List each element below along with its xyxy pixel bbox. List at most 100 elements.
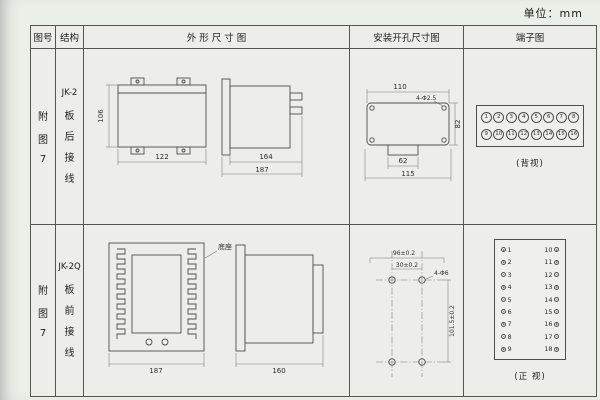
structure-char: 板 [64, 111, 75, 122]
jk2q-front-view: 187 [108, 242, 205, 375]
row1-terminal-diagram: 1 2 3 4 5 6 7 8 9 10 11 12 13 14 15 [464, 49, 596, 225]
dim-front-width: 187 [149, 367, 162, 375]
jk2q-hole-pattern: 96±0.2 30±0.2 4-Φ6 101.5±0.2 [369, 250, 456, 377]
terminal-dot-icon [501, 309, 506, 315]
terminal-pair-row: 1 10 [501, 246, 559, 254]
terminal-dot-icon [554, 321, 559, 327]
terminal-number: 5 [507, 295, 512, 304]
dim-hole-span-width: 96±0.2 [393, 250, 415, 257]
terminal: 3 [505, 111, 517, 123]
terminal-dot-icon [554, 297, 559, 302]
terminal-number: 1 [507, 245, 512, 254]
fig-char: 附 [38, 286, 48, 297]
terminal-pair-row: 5 14 [501, 296, 559, 304]
jk2-mounting-svg: 110 4-Φ2.5 82 62 [364, 83, 462, 181]
row1-outline-drawing: 106 122 164 [84, 49, 350, 225]
unit-label: 单位：mm [523, 7, 583, 20]
fig-char: 图 [38, 309, 48, 320]
terminal: 10 [493, 128, 505, 140]
jk2q-mounting-svg: 96±0.2 30±0.2 4-Φ6 101.5±0.2 [369, 250, 456, 377]
structure-char: 后 [64, 132, 75, 143]
terminal-number: 4 [507, 283, 512, 292]
terminal-box-front: 1 10 2 11 3 12 4 13 5 14 [494, 238, 566, 361]
terminal-dot-icon [501, 346, 506, 352]
dim-total-width: 115 [401, 170, 414, 178]
terminal-dot-icon [554, 272, 559, 278]
terminal-number: 15 [544, 307, 553, 316]
terminal-number: 2 [507, 258, 512, 267]
terminal: 6 [543, 111, 555, 123]
jk2-side-view: 164 187 [221, 78, 303, 177]
view-caption: (背视) [516, 158, 544, 169]
row2-fig-no: 附 图 7 [31, 225, 56, 396]
row2-terminal-diagram: 1 10 2 11 3 12 4 13 5 14 [464, 225, 596, 396]
dim-side-total: 187 [255, 166, 268, 174]
terminal-row-bottom: 9 10 11 12 13 14 15 16 [480, 128, 580, 140]
terminal: 9 [480, 128, 492, 140]
row2-mounting-drawing: 96±0.2 30±0.2 4-Φ6 101.5±0.2 [350, 225, 464, 396]
dim-cutout-width: 110 [393, 83, 406, 91]
dim-side-depth: 164 [259, 153, 273, 161]
terminal-dot-icon [501, 259, 506, 265]
terminal-number: 7 [507, 320, 512, 329]
terminal: 2 [493, 111, 505, 123]
terminal-number: 17 [544, 332, 553, 341]
jk2-outline-svg: 106 122 164 [97, 77, 303, 177]
header-structure: 结构 [56, 26, 84, 49]
jk2q-side-view: 底座 160 [204, 242, 324, 375]
terminal-number: 8 [507, 332, 512, 341]
fig-char: 7 [39, 328, 47, 339]
terminal-number: 11 [544, 258, 553, 267]
label-base: 底座 [218, 242, 232, 251]
row2-outline-drawing: 187 底座 160 [84, 225, 350, 396]
terminal-pair-row: 8 17 [501, 333, 559, 341]
fig-char: 7 [39, 154, 47, 165]
fig-char: 附 [38, 112, 48, 123]
structure-char: 线 [64, 348, 75, 359]
terminal: 15 [555, 128, 567, 140]
dim-tab-width: 62 [399, 157, 408, 165]
header-fig-no: 图号 [31, 26, 56, 49]
terminal-dot-icon [501, 334, 506, 340]
terminal-dot-icon [554, 346, 559, 352]
structure-char: 接 [64, 327, 75, 338]
row1-fig-no: 附 图 7 [31, 49, 56, 225]
terminal: 16 [568, 128, 580, 140]
terminal-number: 6 [507, 307, 512, 316]
terminal-dot-icon [554, 259, 559, 265]
jk2q-outline-svg: 187 底座 160 [108, 242, 324, 375]
label-hole-size: 4-Φ6 [434, 270, 449, 277]
terminal-number: 13 [544, 283, 553, 292]
terminal-row-top: 1 2 3 4 5 6 7 8 [480, 111, 580, 123]
dim-side-depth: 160 [272, 367, 285, 375]
terminal-dot-icon [501, 297, 506, 302]
terminal: 4 [518, 111, 530, 123]
fig-char: 图 [38, 135, 48, 146]
terminal: 7 [555, 111, 567, 123]
terminal: 1 [480, 111, 492, 123]
terminal-dot-icon [501, 272, 506, 278]
label-corner-holes: 4-Φ2.5 [416, 95, 436, 102]
structure-char: 前 [64, 306, 75, 317]
dimension-table: 图号 结构 外 形 尺 寸 图 安装开孔尺寸图 端子图 附 图 7 JK-2 板… [30, 25, 597, 397]
row2-structure: JK-2Q 板 前 接 线 [56, 225, 84, 396]
terminal-dot-icon [554, 247, 559, 253]
terminal: 14 [543, 128, 555, 140]
terminal: 8 [568, 111, 580, 123]
terminal-pair-row: 9 18 [501, 345, 559, 353]
dim-hole-span-height: 101.5±0.2 [449, 305, 456, 337]
terminal-box-rear: 1 2 3 4 5 6 7 8 9 10 11 12 13 14 15 [475, 104, 585, 147]
dim-cutout-height: 82 [454, 120, 462, 129]
terminal: 12 [518, 128, 530, 140]
header-mounting: 安装开孔尺寸图 [350, 26, 464, 49]
terminal: 13 [530, 128, 542, 140]
terminal-pair-row: 6 15 [501, 308, 559, 316]
terminal-pair-row: 4 13 [501, 283, 559, 291]
terminal-number: 14 [544, 295, 553, 304]
view-caption: (正 视) [514, 372, 546, 383]
model-label: JK-2Q [58, 262, 81, 272]
jk2-panel-cutout: 110 4-Φ2.5 82 62 [364, 83, 462, 181]
terminal-number: 9 [507, 345, 512, 354]
terminal-dot-icon [501, 284, 506, 290]
